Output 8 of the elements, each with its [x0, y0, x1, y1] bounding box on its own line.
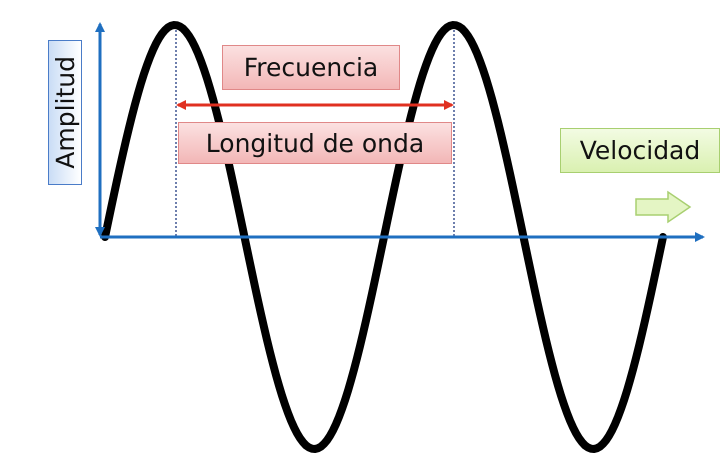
label-text: Velocidad	[580, 136, 700, 165]
amplitude-label-box	[48, 40, 82, 185]
wavelength-label-box	[178, 122, 452, 164]
label-text: Frecuencia	[244, 53, 378, 82]
velocity-label-box	[560, 128, 720, 173]
frequency-label-box	[222, 45, 400, 90]
label-text: Longitud de onda	[206, 128, 424, 158]
label-text: Amplitud	[50, 56, 80, 169]
